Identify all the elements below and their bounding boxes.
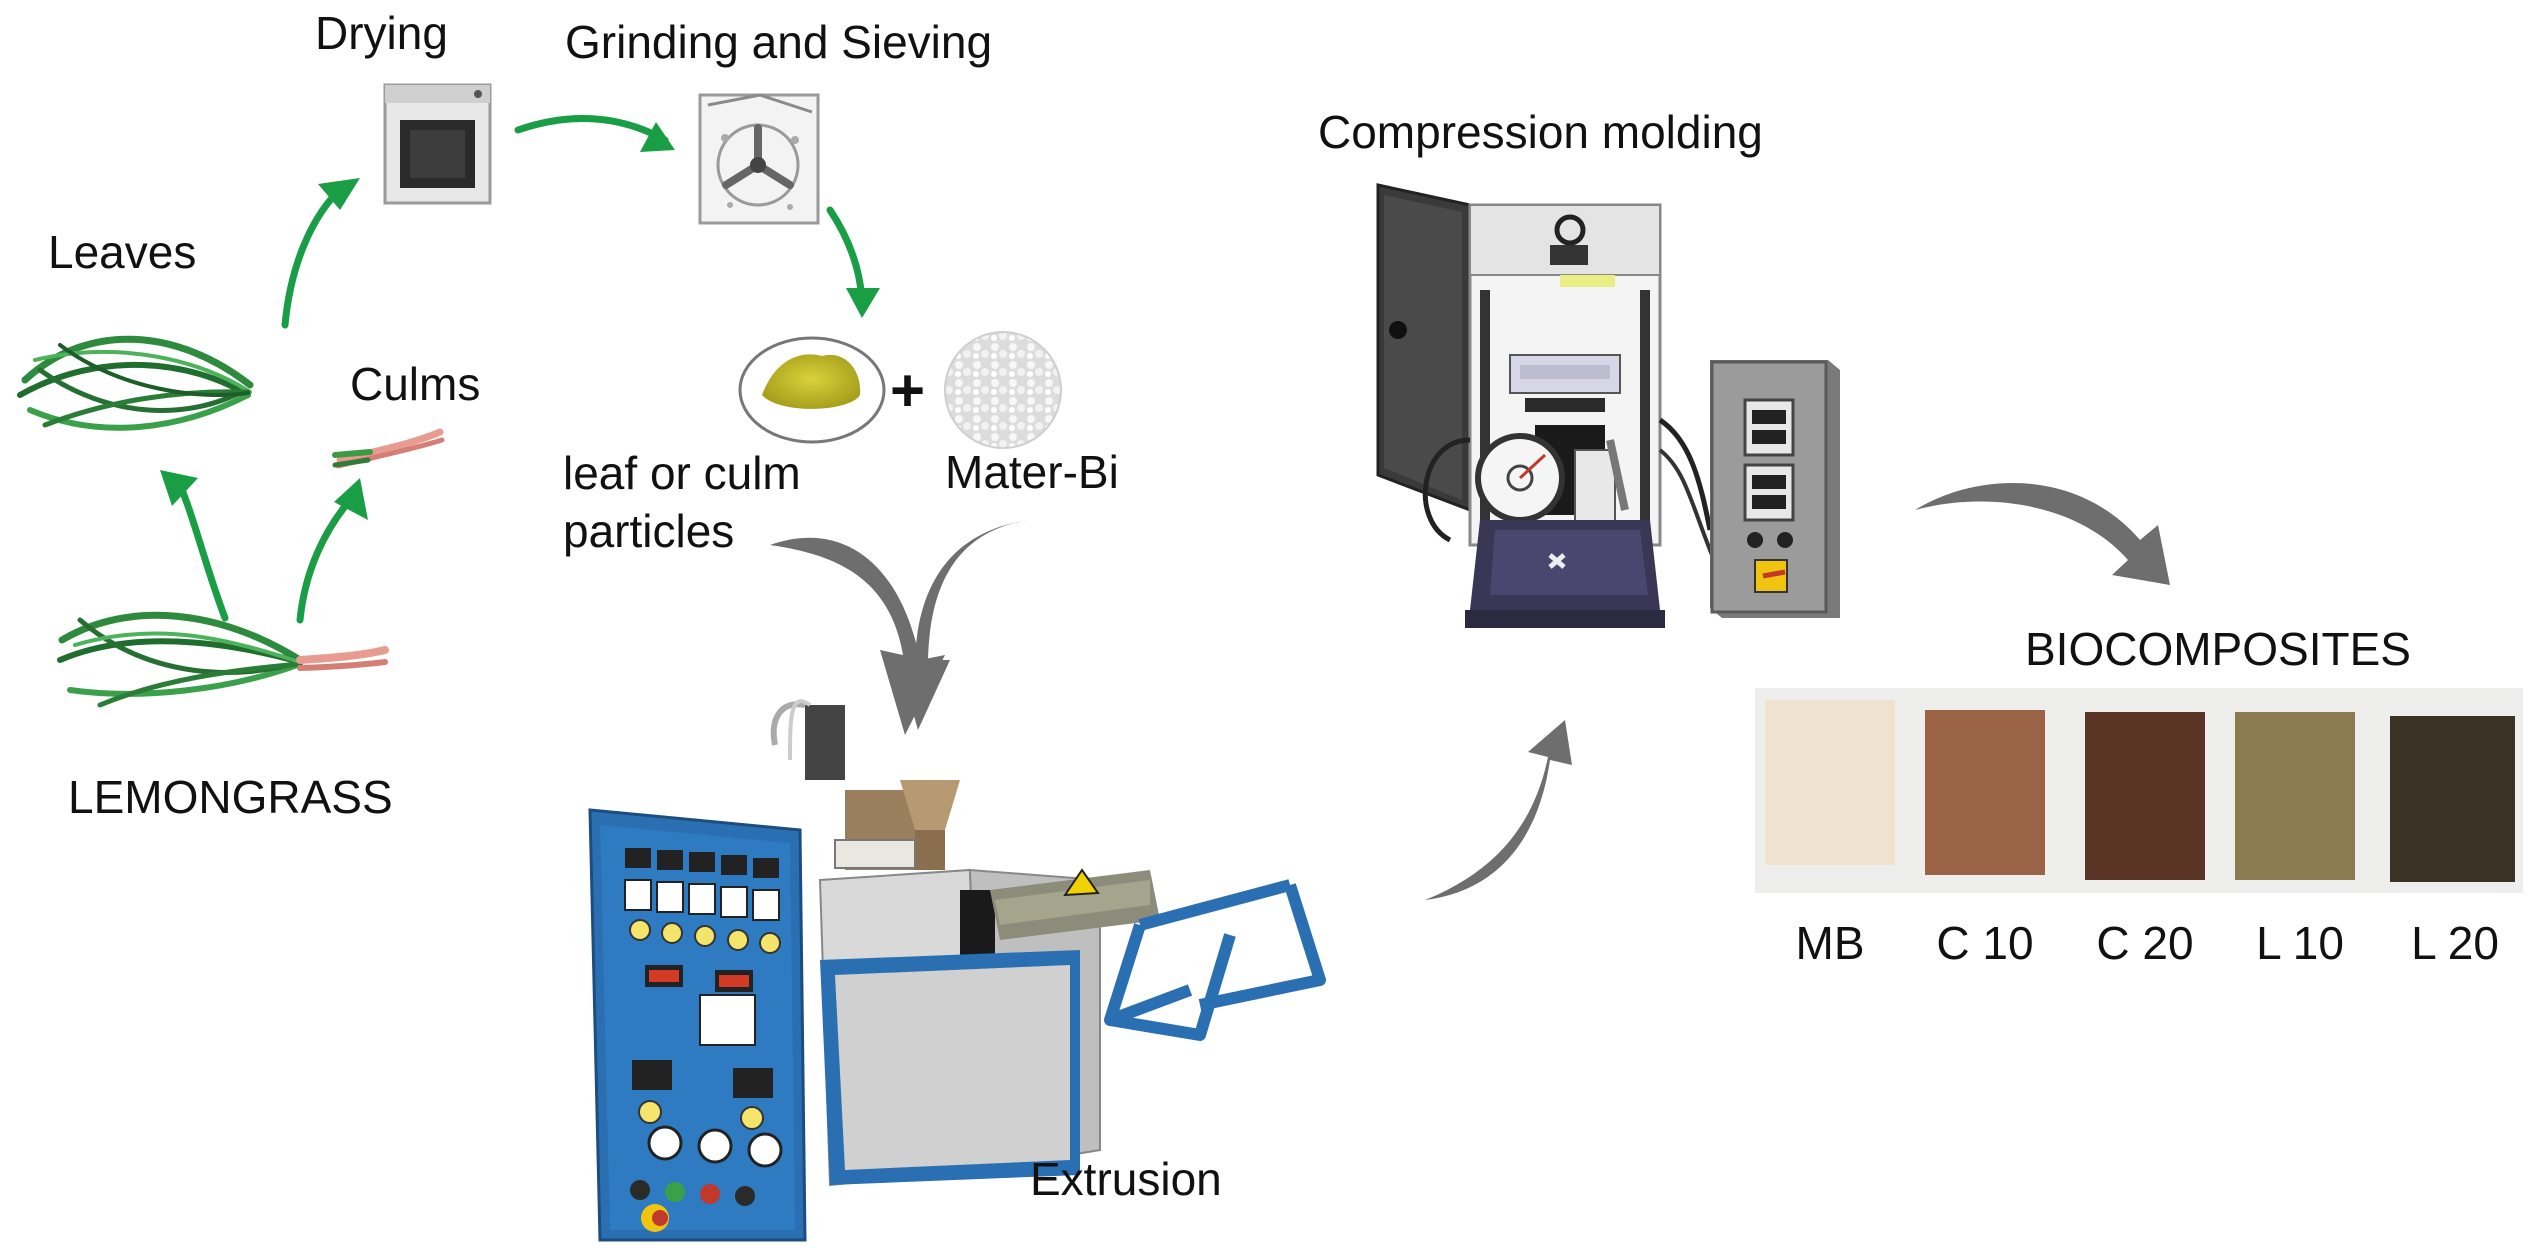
- label-lemongrass: LEMONGRASS: [68, 771, 393, 823]
- grinder-icon: [698, 93, 820, 225]
- label-extrusion: Extrusion: [1030, 1153, 1222, 1205]
- label-compression: Compression molding: [1318, 106, 1763, 158]
- sample-l20: [2390, 716, 2515, 882]
- arrow-lemongrass-to-leaves: [174, 476, 229, 622]
- sample-label-c10: C 10: [1936, 917, 2034, 969]
- green-arrows: [174, 115, 866, 624]
- sample-label-l10: L 10: [2256, 917, 2344, 969]
- oven-icon: [383, 83, 492, 205]
- arrow-drying-to-grinding: [514, 115, 669, 144]
- green-arrowheads: [160, 122, 880, 520]
- sample-label-mb: MB: [1795, 917, 1865, 969]
- leaf-powder-icon: [738, 336, 886, 444]
- label-leaves: Leaves: [48, 226, 197, 278]
- extruder-icon: [770, 699, 1326, 1187]
- compression-press-icon: [1376, 183, 1714, 628]
- extruder-control-panel: [588, 808, 807, 1242]
- sample-label-l20: L 20: [2411, 917, 2499, 969]
- control-box-icon: [1710, 360, 1840, 618]
- arrow-press-to-biocomposites: [1915, 482, 2170, 585]
- arrow-materbi-to-extruder: [898, 520, 1030, 730]
- arrow-lemongrass-to-culms: [296, 496, 354, 624]
- biocomposites-photo: [1755, 688, 2523, 893]
- materbi-pellets-icon: [944, 331, 1062, 449]
- culms-icon: [332, 428, 445, 469]
- label-particles: leaf or culm particles: [563, 447, 801, 557]
- sample-c20: [2085, 712, 2205, 880]
- label-grinding: Grinding and Sieving: [565, 16, 993, 68]
- sample-label-c20: C 20: [2096, 917, 2194, 969]
- leaves-icon: [17, 335, 254, 431]
- sample-c10: [1925, 710, 2045, 875]
- label-materbi: Mater-Bi: [945, 446, 1119, 498]
- grey-arrows: [770, 482, 2170, 900]
- arrow-extruder-to-press: [1425, 720, 1572, 900]
- arrow-grinding-to-particles: [826, 206, 866, 304]
- sample-mb: [1765, 700, 1895, 865]
- arrow-particles-to-extruder: [770, 537, 945, 735]
- label-culms: Culms: [350, 358, 481, 410]
- label-biocomposites: BIOCOMPOSITES: [2025, 623, 2411, 675]
- lemongrass-icon: [57, 611, 389, 708]
- arrow-leaves-to-drying: [281, 181, 349, 329]
- sample-l10: [2235, 712, 2355, 880]
- label-drying: Drying: [315, 7, 448, 59]
- label-plus: +: [890, 357, 926, 424]
